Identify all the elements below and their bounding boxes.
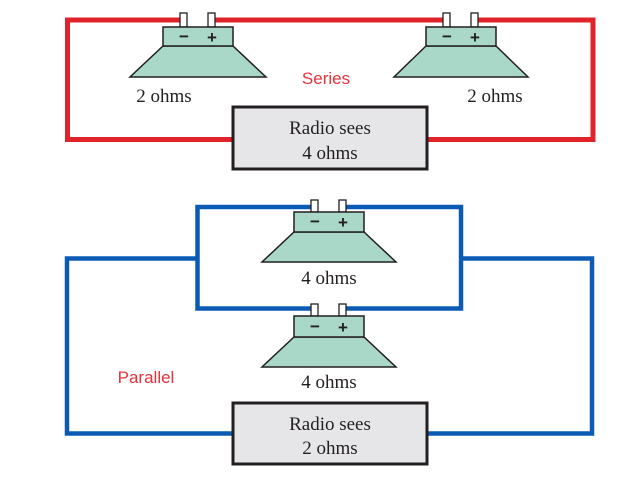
radio-box: [231, 105, 429, 171]
negative-terminal: [310, 199, 319, 213]
positive-sign: +: [338, 318, 348, 337]
speaker-magnet: [293, 315, 365, 338]
parallel-wire-outer-right: [427, 256, 595, 436]
series-label: Series: [302, 69, 350, 88]
positive-terminal: [207, 12, 216, 28]
parallel-radio: Radio sees 2 ohms: [231, 401, 429, 466]
radio-box: [231, 401, 429, 466]
negative-sign: −: [442, 27, 452, 46]
negative-sign: −: [310, 212, 320, 231]
speaker-cone-icon: [128, 45, 268, 78]
parallel-wire-outer-left: [64, 256, 233, 436]
parallel-wire: [64, 204, 595, 436]
speaker-impedance-label: 4 ohms: [301, 372, 356, 393]
positive-sign: +: [207, 28, 217, 47]
speaker-magnet: [425, 26, 497, 47]
series-wire: [65, 17, 596, 142]
parallel-speaker-2: − + 4 ohms: [260, 303, 398, 393]
radio-impedance: 2 ohms: [302, 438, 357, 459]
speaker-impedance-label: 4 ohms: [301, 268, 356, 289]
series-wire-left: [65, 17, 232, 142]
parallel-circuit: − + 4 ohms − + 4 ohms Parallel Radio see…: [64, 199, 595, 466]
speaker-cone-icon: [392, 45, 530, 78]
negative-terminal: [179, 12, 188, 28]
positive-terminal: [338, 199, 347, 213]
positive-sign: +: [470, 28, 480, 47]
series-circuit: − + 2 ohms − + 2 ohms Series Radio sees …: [65, 12, 596, 171]
radio-impedance: 4 ohms: [302, 143, 357, 164]
radio-label-line1: Radio sees: [289, 414, 371, 435]
series-speaker-1: − + 2 ohms: [128, 12, 268, 107]
radio-label-line1: Radio sees: [289, 118, 371, 139]
series-speaker-2: − + 2 ohms: [392, 12, 530, 107]
speaker-magnet: [293, 211, 365, 233]
parallel-speaker-1: − + 4 ohms: [260, 199, 398, 289]
speaker-cone-icon: [260, 231, 398, 263]
speaker-magnet: [162, 26, 234, 47]
positive-terminal: [470, 12, 479, 28]
series-radio: Radio sees 4 ohms: [231, 105, 429, 171]
speaker-impedance-label: 2 ohms: [467, 86, 522, 107]
positive-terminal: [338, 303, 347, 317]
negative-terminal: [310, 303, 319, 317]
speaker-cone-icon: [260, 336, 398, 368]
negative-sign: −: [179, 27, 189, 46]
speaker-impedance-label: 2 ohms: [136, 86, 191, 107]
positive-sign: +: [338, 213, 348, 232]
negative-terminal: [442, 12, 451, 28]
series-wire-right: [427, 17, 596, 142]
parallel-label: Parallel: [118, 368, 175, 387]
negative-sign: −: [310, 317, 320, 336]
